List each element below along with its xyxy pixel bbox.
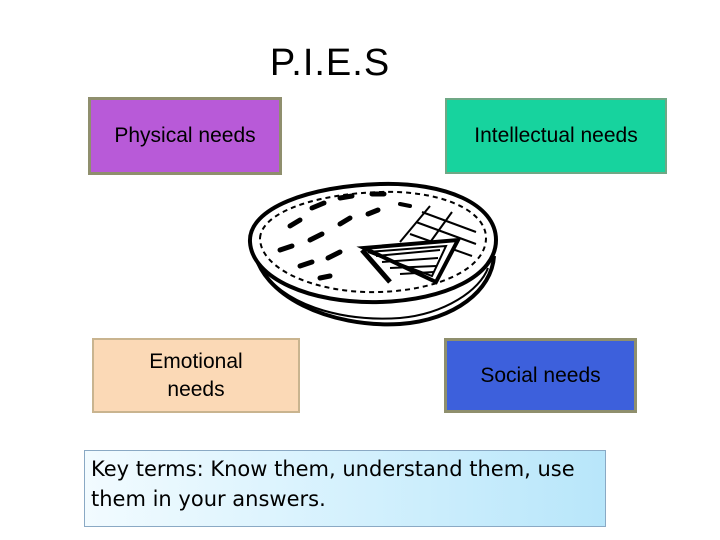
intellectual-needs-label: Intellectual needs <box>474 124 638 148</box>
intellectual-needs-box: Intellectual needs <box>445 98 667 174</box>
social-needs-box: Social needs <box>444 338 637 413</box>
emotional-needs-box: Emotional needs <box>92 338 300 413</box>
physical-needs-label: Physical needs <box>114 124 256 148</box>
social-needs-label: Social needs <box>480 363 601 387</box>
key-terms-text: Key terms: Know them, understand them, u… <box>91 457 575 511</box>
emotional-needs-label: Emotional needs <box>149 350 243 401</box>
physical-needs-box: Physical needs <box>88 97 282 175</box>
page-title: P.I.E.S <box>269 42 391 84</box>
key-terms-box: Key terms: Know them, understand them, u… <box>84 450 606 527</box>
pie-icon <box>247 181 499 327</box>
